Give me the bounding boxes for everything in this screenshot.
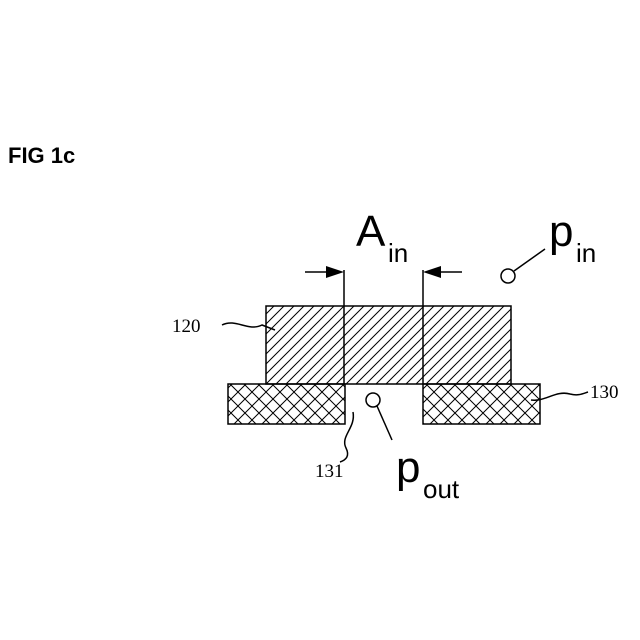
svg-text:in: in xyxy=(576,238,596,268)
reference-130: 130 xyxy=(590,382,619,403)
pressure-point-in-icon xyxy=(501,269,515,283)
figure-title: FIG 1c xyxy=(8,143,75,168)
layer-130-right xyxy=(423,384,540,424)
leader-p-in xyxy=(514,249,545,271)
layer-130-left xyxy=(228,384,345,424)
svg-text:in: in xyxy=(388,238,408,268)
symbol-p-out: p out xyxy=(396,443,460,504)
reference-131: 131 xyxy=(315,461,344,482)
layer-120 xyxy=(266,306,511,384)
leader-p-out xyxy=(377,406,392,440)
symbol-p-in: p in xyxy=(549,207,596,268)
dimension-arrow-left xyxy=(305,266,344,278)
svg-text:A: A xyxy=(356,207,386,256)
symbol-a-in: A in xyxy=(356,207,408,268)
svg-text:p: p xyxy=(396,443,420,492)
svg-text:p: p xyxy=(549,207,573,256)
reference-120: 120 xyxy=(172,316,201,337)
svg-text:out: out xyxy=(423,474,460,504)
pressure-point-out-icon xyxy=(366,393,380,407)
dimension-arrow-right xyxy=(423,266,462,278)
